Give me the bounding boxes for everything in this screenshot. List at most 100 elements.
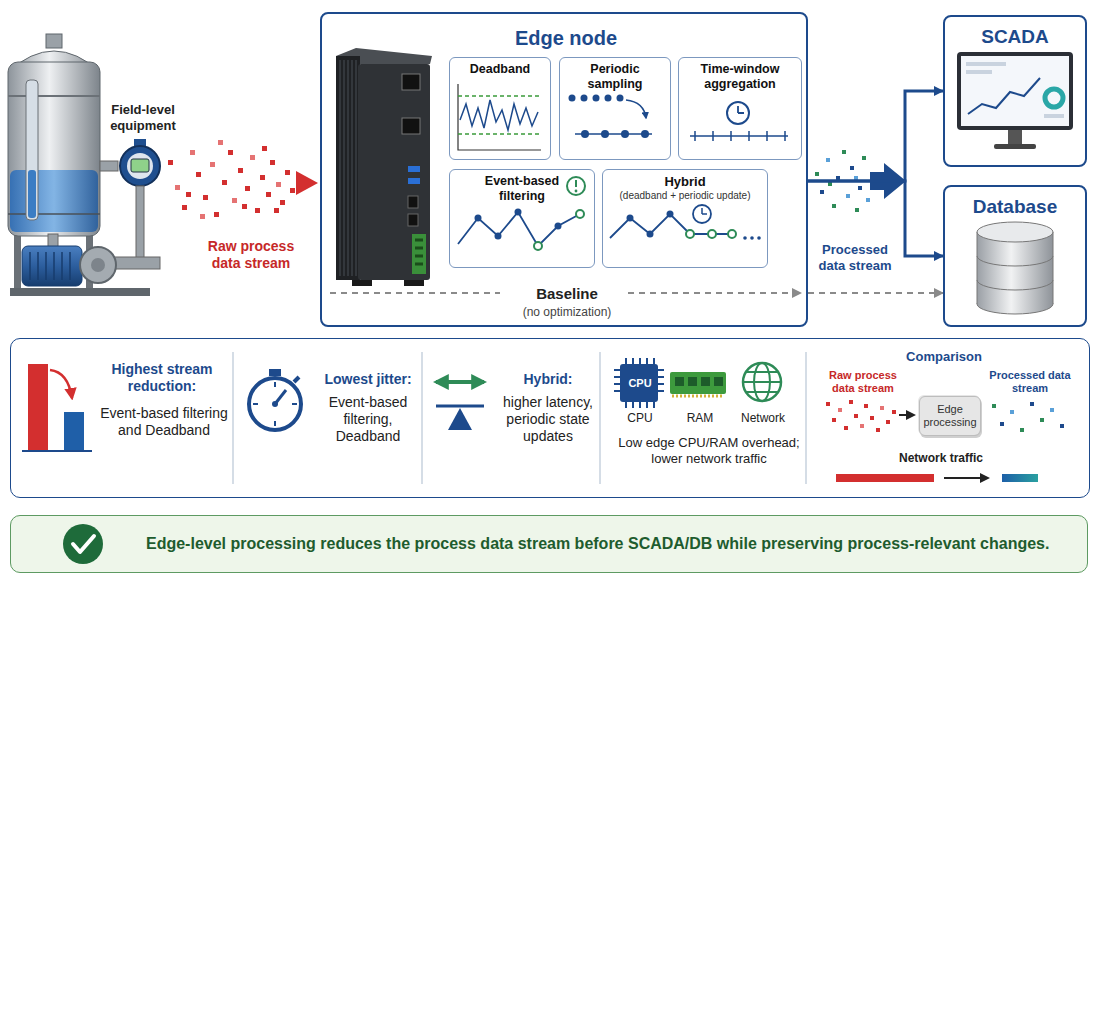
raw-data-stream-part: [296, 171, 318, 195]
processed-data-stream-part: [858, 186, 862, 190]
field-equipment-part: [120, 146, 160, 186]
raw-data-stream-part: [290, 188, 295, 193]
conclusion-banner-fill-part: [10, 515, 1088, 573]
node-text: Hybrid:: [498, 371, 598, 388]
process-box: Edge processing: [919, 396, 981, 436]
field-equipment-part: [100, 161, 118, 171]
time-window-chart: [690, 102, 788, 141]
edge-device-part: [358, 64, 430, 280]
raw-data-stream-part: [218, 140, 223, 145]
comparison-graphic-part: [886, 420, 890, 424]
hybrid-chart-part: [610, 214, 732, 238]
raw-data-stream-part: [245, 186, 250, 191]
comparison-graphic-part: [992, 404, 996, 408]
raw-data-stream-part: [200, 214, 205, 219]
baseline-path-part: [628, 292, 800, 294]
edge-device-part: [404, 280, 424, 286]
periodic-sampling-chart-part: [621, 130, 629, 138]
deadband-chart-part: [458, 84, 541, 150]
field-equipment-part: [136, 186, 144, 260]
node-text: Network traffic: [886, 451, 996, 465]
method-box: Hybrid(deadband + periodic update): [602, 169, 768, 268]
hybrid-chart-part: [750, 236, 754, 240]
scada-monitor: [957, 52, 1073, 149]
node-title: Edge node: [322, 26, 810, 50]
hybrid-chart-part: [667, 211, 674, 218]
periodic-sampling-chart-part: [569, 95, 576, 102]
field-equipment-part: [127, 153, 153, 179]
hybrid-chart-part: [693, 205, 711, 223]
hybrid-chart-part: [627, 215, 634, 222]
method-box: Periodic sampling: [559, 57, 671, 160]
conclusion-banner-fill-part: [73, 536, 94, 552]
deadband-chart-part: [458, 95, 541, 97]
stopwatch-icon-part: [249, 378, 301, 430]
field-equipment-part: [131, 159, 149, 172]
edge-device-part: [412, 234, 426, 274]
processed-data-stream-part: [832, 204, 836, 208]
processed-data-stream-part: [855, 208, 859, 212]
edge-device-part: [340, 60, 356, 276]
node-title: Time-window aggregation: [682, 62, 798, 92]
field-equipment-part: [8, 62, 100, 236]
raw-data-stream-part: [270, 160, 275, 165]
processed-data-stream-part: [826, 158, 830, 162]
edge-node-box: Edge nodeBaseline(no optimization)Deadba…: [320, 12, 808, 327]
comparison-graphic-part: [854, 414, 858, 418]
raw-data-stream-part: [186, 192, 191, 197]
annotation-label: Processed data stream: [814, 242, 896, 273]
node-text: Raw process data stream: [827, 369, 899, 395]
balance-icon: [436, 382, 484, 430]
time-window-chart-part: [690, 135, 788, 137]
processed-data-stream-part: [828, 182, 832, 186]
processed-data-stream-part: [866, 198, 870, 202]
scada-monitor-part: [1008, 130, 1022, 144]
event-filter-chart-part: [555, 223, 562, 230]
node-text: Comparison: [874, 349, 1014, 365]
time-window-chart-part: [727, 102, 749, 124]
reduction-bar-icon-part: [50, 370, 72, 398]
comparison-graphic-part: [1040, 418, 1044, 422]
raw-data-stream-part: [190, 150, 195, 155]
hybrid-chart-part: [686, 230, 694, 238]
resource-icons-part: [743, 372, 781, 392]
raw-data-stream-part: [250, 155, 255, 160]
raw-data-stream-part: [196, 172, 201, 177]
hybrid-chart-part: [728, 230, 736, 238]
stopwatch-icon: [249, 369, 301, 430]
conclusion-banner-fill: [10, 515, 1088, 573]
field-equipment-part: [80, 247, 116, 283]
database-cylinder-part: [977, 256, 1053, 290]
node-title: Deadband: [453, 62, 547, 77]
processed-data-stream-part: [850, 166, 854, 170]
raw-data-stream: [168, 140, 318, 219]
panel-dividers-part: [233, 352, 806, 484]
database-cylinder-part: [977, 232, 1053, 304]
comparison-graphic-part: [836, 474, 934, 482]
hybrid-chart-part: [708, 230, 716, 238]
raw-data-stream-part: [260, 175, 265, 180]
raw-data-stream-part: [266, 192, 271, 197]
raw-data-stream-part: [210, 162, 215, 167]
resource-icons-part: [675, 377, 684, 386]
node-text: CPU: [620, 411, 660, 425]
comparison-graphic-part: [880, 406, 884, 410]
resource-icons-part: [743, 363, 781, 401]
time-window-chart-part: [738, 106, 744, 113]
event-filter-chart-part: [495, 233, 502, 240]
annotation-label: Field-level equipment: [100, 102, 186, 133]
processed-data-stream-part: [862, 156, 866, 160]
resource-icons-part: [670, 372, 726, 394]
method-box: Event-based filtering: [449, 169, 595, 268]
field-equipment-part: [26, 80, 38, 220]
comparison-graphic-part: [918, 395, 980, 435]
raw-data-stream-part: [214, 212, 219, 217]
annotation-label: Raw process data stream: [205, 238, 297, 272]
raw-data-stream-part: [175, 185, 180, 190]
scada-monitor-part: [966, 70, 992, 74]
balance-icon-part: [436, 405, 484, 408]
periodic-sampling-chart-part: [601, 130, 609, 138]
reduction-bar-icon-part: [22, 450, 92, 452]
